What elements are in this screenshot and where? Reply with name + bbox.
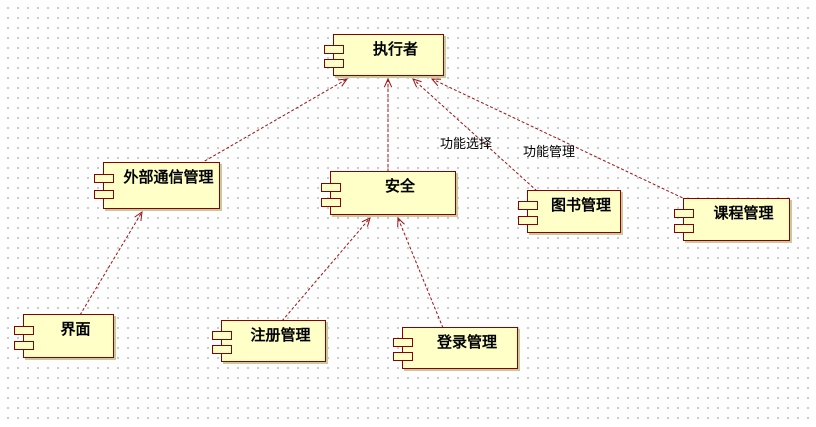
arrowhead-icon: [361, 217, 371, 227]
component-label: 外部通信管理: [123, 168, 214, 186]
component-port-icon: [94, 190, 114, 199]
dependency-label: 功能选择: [440, 137, 493, 152]
arrowhead-icon: [397, 216, 405, 228]
dependency-line: [281, 217, 371, 322]
component-port-icon: [321, 198, 341, 207]
dependency-login-to-security: [397, 216, 444, 329]
component-interface[interactable]: 界面: [14, 314, 114, 358]
component-port-icon: [324, 59, 344, 68]
dependency-line: [79, 211, 143, 316]
dependency-line: [397, 217, 444, 329]
dependency-line: [431, 78, 688, 201]
dependency-label: 功能管理: [523, 145, 576, 160]
component-port-icon: [518, 201, 538, 210]
component-label: 执行者: [372, 40, 418, 58]
component-port-icon: [324, 45, 344, 54]
component-port-icon: [393, 352, 413, 361]
component-library[interactable]: 图书管理: [518, 190, 621, 233]
dependency-register-to-security: [281, 217, 371, 322]
component-port-icon: [14, 326, 34, 335]
component-executor[interactable]: 执行者: [324, 34, 444, 76]
arrowhead-icon: [412, 78, 422, 88]
dependency-interface-to-external-comm: [79, 210, 143, 316]
component-security[interactable]: 安全: [321, 171, 456, 215]
dependency-line: [195, 78, 348, 167]
component-label: 登录管理: [436, 333, 497, 351]
component-port-icon: [518, 216, 538, 225]
component-port-icon: [94, 174, 114, 183]
dependency-security-to-executor: [383, 77, 393, 172]
component-course[interactable]: 课程管理: [674, 198, 790, 241]
component-login[interactable]: 登录管理: [393, 327, 518, 369]
dependency-course-to-executor: [430, 78, 688, 201]
component-port-icon: [393, 338, 413, 347]
arrowhead-icon: [383, 77, 393, 88]
component-label: 界面: [60, 320, 91, 338]
component-label: 图书管理: [550, 196, 611, 214]
component-port-icon: [212, 331, 232, 340]
component-port-icon: [321, 183, 341, 192]
component-label: 安全: [384, 177, 415, 195]
dependency-lines: [79, 77, 688, 329]
component-external-comm[interactable]: 外部通信管理: [94, 162, 220, 209]
arrowhead-icon: [430, 78, 442, 87]
component-port-icon: [212, 345, 232, 354]
component-port-icon: [674, 209, 694, 218]
component-port-icon: [14, 341, 34, 350]
dependency-line: [412, 78, 538, 192]
component-port-icon: [674, 224, 694, 233]
arrowhead-icon: [134, 210, 143, 221]
arrowhead-icon: [337, 78, 349, 87]
component-label: 注册管理: [250, 326, 311, 344]
component-register[interactable]: 注册管理: [212, 320, 326, 362]
dependency-library-to-executor: [412, 78, 538, 192]
dependency-external-comm-to-executor: [195, 78, 349, 167]
component-label: 课程管理: [713, 204, 774, 222]
